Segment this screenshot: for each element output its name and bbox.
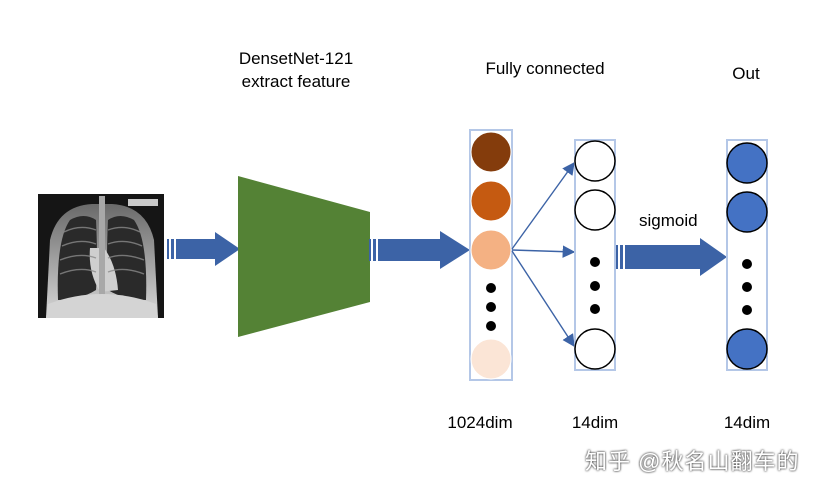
- densenet-subtitle: extract feature: [241, 72, 351, 91]
- fc-dim-label: 14dim: [571, 413, 619, 432]
- chest-xray-image: [38, 194, 164, 318]
- feature-node: [470, 229, 512, 271]
- ellipsis-dot: [486, 321, 496, 331]
- ellipsis-dot: [742, 305, 752, 315]
- feature-node: [470, 131, 512, 173]
- fc-layer-column: [574, 139, 616, 371]
- ellipsis-dot: [742, 282, 752, 292]
- fc-node: [574, 189, 616, 231]
- out-label: Out: [732, 64, 760, 83]
- sigmoid-label: sigmoid: [639, 211, 698, 230]
- feature-node: [470, 180, 512, 222]
- densenet-encoder-block: [238, 176, 370, 337]
- output-node: [726, 191, 768, 233]
- fc-node: [574, 328, 616, 370]
- ellipsis-dot: [486, 283, 496, 293]
- out-dim-label: 14dim: [723, 413, 771, 432]
- ellipsis-dot: [486, 302, 496, 312]
- input-arrow: [167, 232, 240, 266]
- feature-dim-label: 1024dim: [447, 413, 513, 432]
- ellipsis-dot: [590, 257, 600, 267]
- ellipsis-dot: [590, 304, 600, 314]
- feature-vector-column: [469, 129, 513, 381]
- fc-node: [574, 140, 616, 182]
- output-column: [726, 139, 768, 371]
- feature-arrow: [369, 231, 470, 269]
- watermark: 知乎 @秋名山翻车的: [585, 449, 800, 474]
- feature-node: [470, 338, 512, 380]
- ellipsis-dot: [590, 281, 600, 291]
- densenet-title: DensetNet-121: [238, 49, 354, 68]
- ellipsis-dot: [742, 259, 752, 269]
- fc-connection-arrows: [511, 161, 576, 348]
- output-node: [726, 328, 768, 370]
- sigmoid-arrow: [616, 238, 727, 276]
- output-node: [726, 142, 768, 184]
- fully-connected-label: Fully connected: [485, 59, 605, 78]
